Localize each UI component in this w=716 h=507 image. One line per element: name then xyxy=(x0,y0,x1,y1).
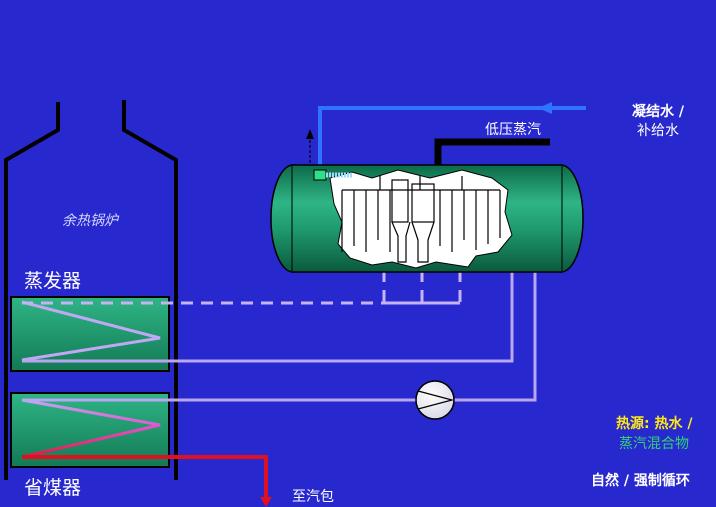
drum-cutaway xyxy=(329,169,513,269)
drum-downcomer-dashed xyxy=(22,270,462,305)
economizer-coil xyxy=(21,398,161,459)
to-drum-label: 至汽包 xyxy=(292,489,334,505)
circulation-pump-icon xyxy=(415,380,455,420)
evaporator-coil xyxy=(21,300,161,362)
vent-arrow-icon xyxy=(306,129,314,139)
drum-internals xyxy=(341,176,501,263)
outlet-arrow-icon xyxy=(260,497,272,507)
hot-water-outlet-pipe xyxy=(22,455,268,498)
heat-source-label: 热源: 热水 / xyxy=(616,413,692,433)
condensate-feed-pipe xyxy=(318,106,586,172)
evaporator-riser-pipe xyxy=(22,270,514,363)
steam-mixture-label: 蒸汽混合物 xyxy=(619,436,689,452)
heat-source-prefix: 热源: xyxy=(616,416,650,432)
condensate-label: 凝结水 / xyxy=(632,104,684,120)
economizer-label: 省煤器 xyxy=(24,477,82,499)
circulation-label: 自然 / 强制循环 xyxy=(591,473,690,489)
steam-outlet-pipe xyxy=(434,138,550,165)
feed-arrow-icon xyxy=(538,102,552,114)
drum-downcomer-pipe xyxy=(454,270,537,402)
evaporator-label: 蒸发器 xyxy=(24,270,82,292)
boiler-label: 余热锅炉 xyxy=(62,213,118,229)
heat-source-hot-water: 热水 / xyxy=(654,416,693,432)
boiler-casing xyxy=(3,100,178,480)
low-pressure-steam-label: 低压蒸汽 xyxy=(485,122,541,138)
makeup-water-label: 补给水 xyxy=(637,123,679,139)
spray-nozzle xyxy=(313,169,327,181)
